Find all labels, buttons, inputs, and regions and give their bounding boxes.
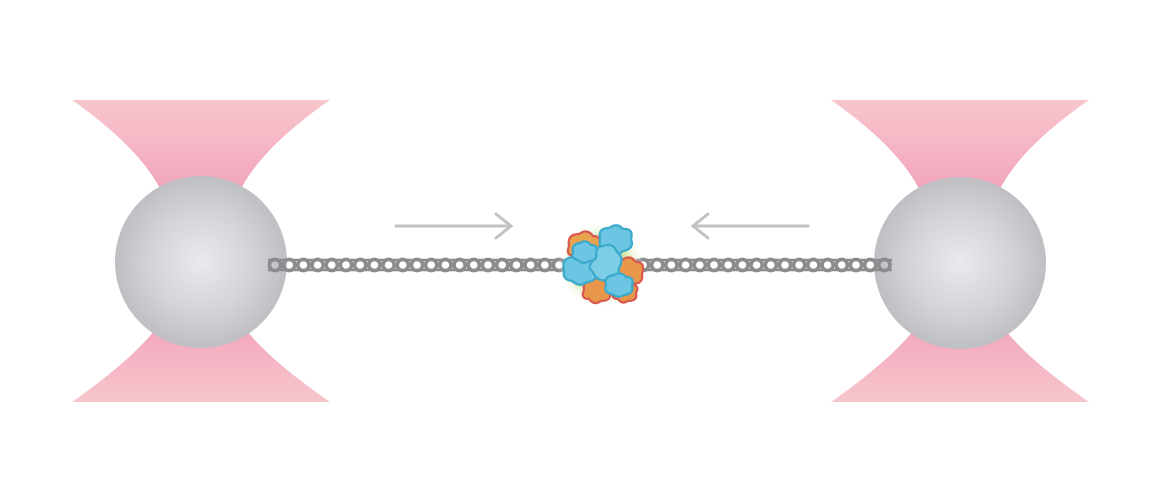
- dna-coil-turn: [708, 259, 719, 270]
- arrow-left: [693, 214, 808, 238]
- dna-coil-turn: [497, 259, 508, 270]
- dna-coil-turn: [765, 259, 776, 270]
- dna-coil-turn: [454, 259, 465, 270]
- dna-coil-turn: [355, 259, 366, 270]
- dna-coil-turn: [284, 259, 295, 270]
- dna-coil-turn: [411, 259, 422, 270]
- dna-coil-turn: [751, 259, 762, 270]
- dna-coil-turn: [836, 259, 847, 270]
- dna-coil-turn: [779, 259, 790, 270]
- dna-coil-turn: [326, 259, 337, 270]
- dna-coil-turn: [808, 259, 819, 270]
- protein-complex: [557, 221, 645, 309]
- dna-tether-left: [268, 259, 570, 270]
- dna-coil-turn: [539, 259, 550, 270]
- dna-coil-turn: [468, 259, 479, 270]
- dna-coil-turn: [525, 259, 536, 270]
- dna-coil-turn: [794, 259, 805, 270]
- dna-coil-turn: [737, 259, 748, 270]
- dna-coil-turn: [680, 259, 691, 270]
- left-bead: [115, 176, 287, 348]
- dna-coil-turn: [666, 259, 677, 270]
- dna-tether-right: [636, 259, 892, 270]
- protein-subunit-blue: [605, 273, 633, 296]
- dna-coil-turn: [511, 259, 522, 270]
- arrow-right: [396, 214, 511, 238]
- dna-coil-turn: [850, 259, 861, 270]
- dna-coil-turn: [440, 259, 451, 270]
- dna-coil-turn: [298, 259, 309, 270]
- dna-coil-turn: [383, 259, 394, 270]
- dna-coil-turn: [822, 259, 833, 270]
- dna-coil-turn: [723, 259, 734, 270]
- right-bead: [874, 177, 1046, 349]
- left-optical-trap: [72, 100, 330, 402]
- dna-coil-turn: [865, 259, 876, 270]
- dna-coil-turn: [694, 259, 705, 270]
- dna-coil-turn: [426, 259, 437, 270]
- protein-subunit-blue: [573, 241, 597, 262]
- right-optical-trap: [831, 100, 1089, 402]
- dna-coil-turn: [369, 259, 380, 270]
- dna-coil-turn: [397, 259, 408, 270]
- dna-coil-turn: [340, 259, 351, 270]
- dna-coil-turn: [482, 259, 493, 270]
- dna-coil-turn: [312, 259, 323, 270]
- dna-coil-turn: [652, 259, 663, 270]
